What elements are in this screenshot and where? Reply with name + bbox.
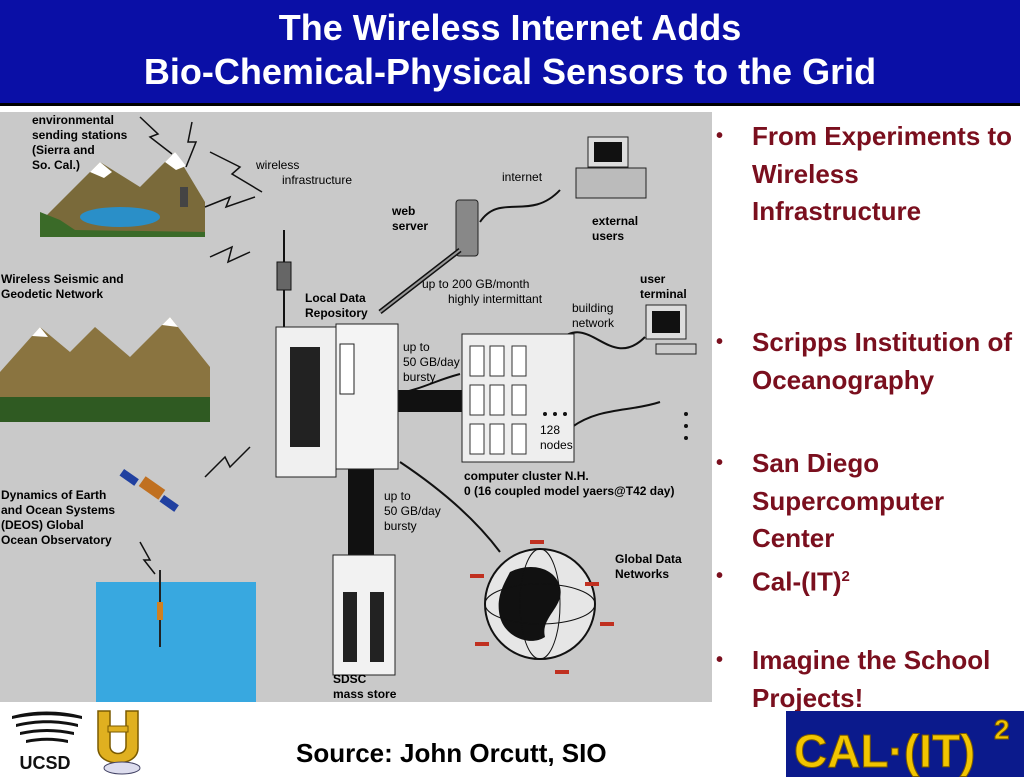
bullet-marker: • xyxy=(716,125,724,147)
ucsd-text: UCSD xyxy=(19,753,70,773)
computer-cluster-icon xyxy=(461,333,688,463)
title-bar: The Wireless Internet Adds Bio-Chemical-… xyxy=(0,0,1020,106)
globe-icon xyxy=(470,540,614,674)
mountain-scene-top xyxy=(40,152,205,237)
mountain-scene-mid xyxy=(0,317,210,422)
bullet-text: Cal-(IT) xyxy=(752,566,842,597)
uc-seal-logo xyxy=(88,706,148,776)
diagram-artwork xyxy=(0,116,697,702)
bullet-superscript: 2 xyxy=(841,568,850,585)
bullet-text: San Diego Supercomputer Center xyxy=(752,448,945,553)
bullet-text: Scripps Institution of Oceanography xyxy=(752,327,1012,395)
web-server-icon xyxy=(455,199,479,257)
bullet-text: From Experiments to Wireless Infrastruct… xyxy=(752,121,1013,226)
satellite-icon xyxy=(119,468,179,512)
bullet-marker: • xyxy=(716,565,724,587)
label-internet: internet xyxy=(502,170,543,184)
bullet-marker: • xyxy=(716,649,724,671)
source-credit: Source: John Orcutt, SIO xyxy=(296,738,607,768)
local-repository-icon xyxy=(275,323,399,478)
bullet-marker: • xyxy=(716,452,724,474)
bullet-text: Imagine the School Projects! xyxy=(752,645,991,713)
sdsc-mass-store-icon xyxy=(332,554,396,676)
ocean xyxy=(96,582,256,702)
ucsd-logo: UCSD xyxy=(4,708,86,774)
label-cluster: computer cluster N.H.0 (16 coupled model… xyxy=(464,469,675,498)
calit2-logo: CAL·(IT) 2 xyxy=(786,711,1024,777)
user-terminal-icon xyxy=(645,304,697,355)
title-line-2: Bio-Chemical-Physical Sensors to the Gri… xyxy=(143,51,877,92)
calit2-superscript: 2 xyxy=(994,714,1010,745)
title-line-1: The Wireless Internet Adds xyxy=(278,7,742,48)
bullet-marker: • xyxy=(716,331,724,353)
external-users-icon xyxy=(575,136,647,199)
calit2-text: CAL·(IT) xyxy=(794,725,975,777)
wireless-bolts xyxy=(139,116,263,575)
